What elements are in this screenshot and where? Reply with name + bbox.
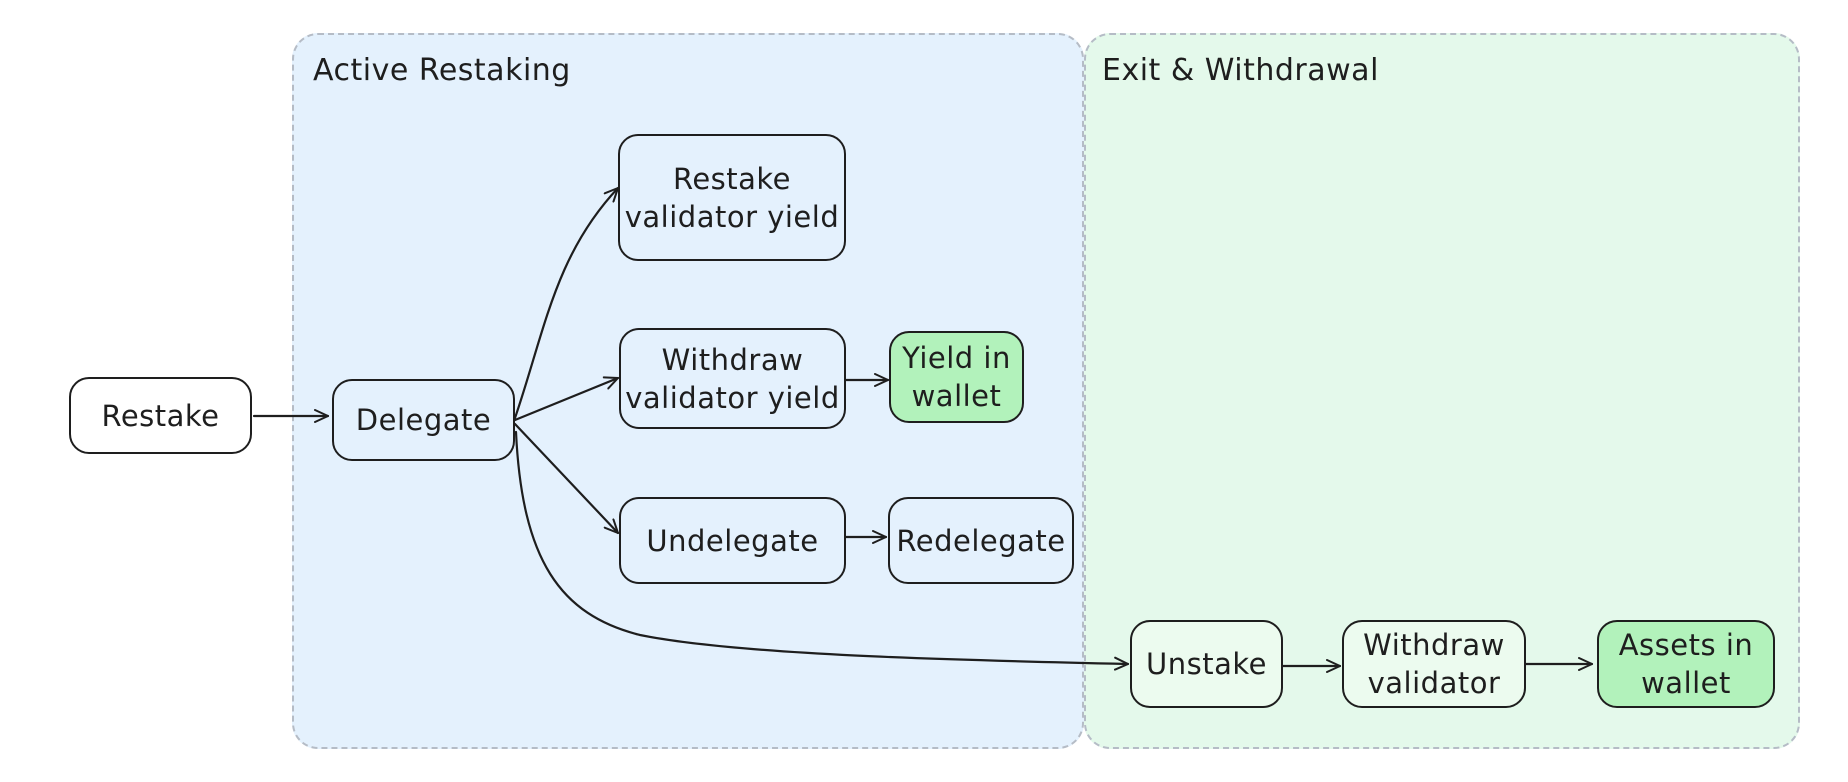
node-delegate: Delegate	[332, 379, 515, 461]
group-title-active-restaking: Active Restaking	[313, 53, 571, 88]
edge-delegate-unstake	[514, 430, 1130, 671]
node-withdraw-validator-yield: Withdraw validator yield	[619, 328, 846, 429]
node-delegate-label: Delegate	[355, 403, 492, 437]
node-undelegate: Undelegate	[619, 497, 846, 584]
edge-delegate-withdraw-yield	[513, 376, 620, 422]
node-unstake: Unstake	[1130, 620, 1283, 708]
edge-delegate-undelegate	[513, 422, 620, 535]
node-assets-in-wallet-line2: wallet	[1641, 666, 1731, 700]
node-yield-in-wallet: Yield in wallet	[889, 331, 1024, 423]
node-unstake-label: Unstake	[1146, 647, 1267, 681]
node-withdraw-validator: Withdraw validator	[1342, 620, 1526, 708]
node-withdraw-validator-yield-line2: validator yield	[625, 380, 840, 415]
node-redelegate-label: Redelegate	[896, 523, 1066, 558]
node-restake: Restake	[69, 377, 252, 454]
node-assets-in-wallet: Assets in wallet	[1597, 620, 1775, 708]
node-yield-in-wallet-line2: wallet	[911, 379, 1002, 413]
node-restake-validator-yield: Restake validator yield	[618, 134, 846, 261]
node-withdraw-validator-yield-line1: Withdraw	[661, 342, 804, 377]
node-withdraw-validator-line1: Withdraw	[1363, 628, 1505, 662]
node-undelegate-label: Undelegate	[646, 523, 819, 558]
node-restake-label: Restake	[101, 398, 220, 433]
edge-delegate-restake-yield	[513, 186, 620, 420]
node-restake-validator-yield-line1: Restake	[672, 161, 792, 196]
node-redelegate: Redelegate	[888, 497, 1074, 584]
node-restake-validator-yield-line2: validator yield	[624, 199, 840, 234]
node-withdraw-validator-line2: validator	[1367, 666, 1501, 700]
node-assets-in-wallet-line1: Assets in	[1618, 628, 1754, 662]
group-title-exit-withdrawal: Exit & Withdrawal	[1102, 53, 1379, 88]
node-yield-in-wallet-line1: Yield in	[902, 341, 1011, 375]
